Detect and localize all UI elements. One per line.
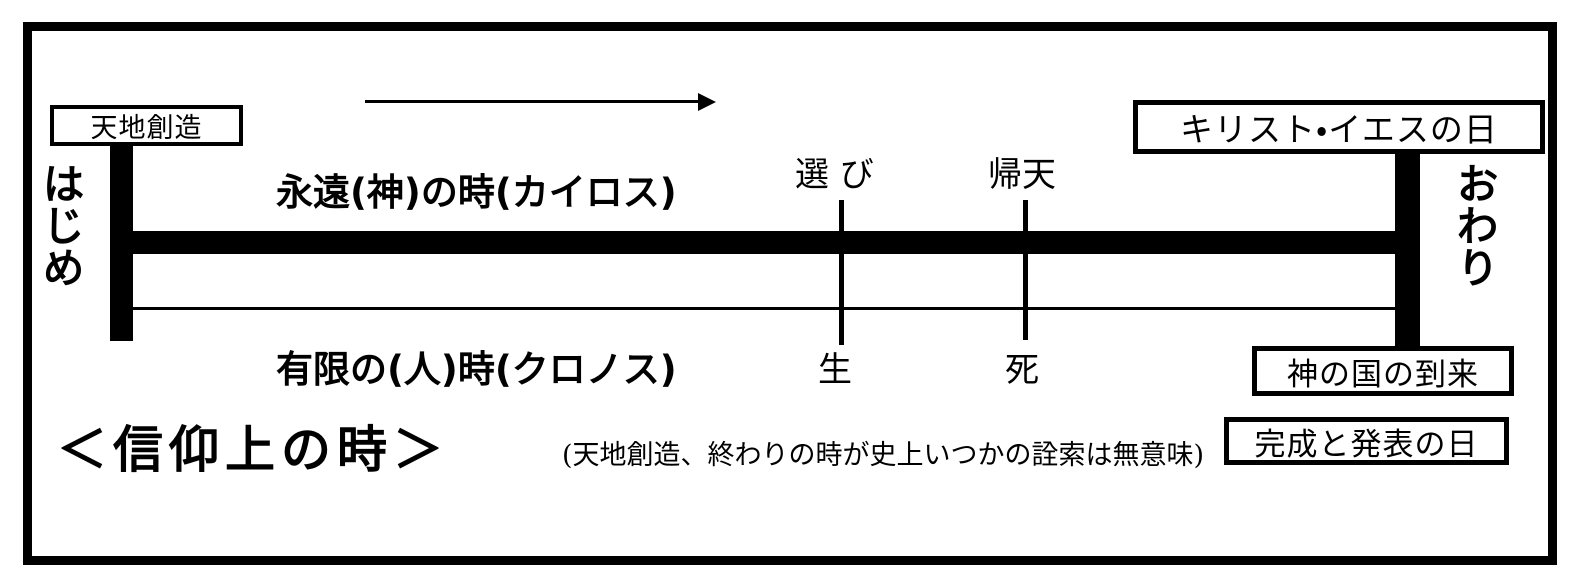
diagram-title: ＜信仰上の時＞: [57, 421, 449, 479]
kairos-timeline-bar: [110, 231, 1420, 254]
tick-mark-death: [1023, 200, 1028, 340]
tick-mark-birth: [839, 200, 844, 345]
kairos-label: 永遠(神)の時(カイロス): [276, 171, 677, 214]
time-direction-arrow-head: [698, 93, 716, 111]
tick-label-ascension: 帰天: [988, 155, 1056, 195]
diagram-title-note: (天地創造、終わりの時が史上いつかの詮索は無意味): [562, 440, 1205, 471]
end-label: おわり: [1450, 162, 1500, 288]
kingdom-arrival-label-text: 神の国の到来: [1287, 356, 1479, 393]
creation-label-box[interactable]: 天地創造: [50, 105, 243, 146]
completion-day-label-box[interactable]: 完成と発表の日: [1224, 417, 1509, 465]
christ-day-label-box[interactable]: キリスト・イエスの日: [1133, 100, 1545, 154]
christ-day-label-text: キリスト・イエスの日: [1180, 110, 1498, 149]
tick-label-birth: 生: [818, 350, 852, 390]
chronos-timeline-line: [110, 307, 1420, 310]
kingdom-arrival-label-box[interactable]: 神の国の到来: [1252, 346, 1514, 396]
tick-label-death: 死: [1005, 350, 1039, 390]
completion-day-label-text: 完成と発表の日: [1254, 426, 1479, 463]
tick-label-chosen: 選 び: [795, 155, 874, 195]
time-direction-arrow-shaft: [365, 100, 701, 103]
start-label: はじめ: [36, 162, 86, 288]
creation-label-text: 天地創造: [90, 113, 203, 144]
chronos-label: 有限の(人)時(クロノス): [276, 348, 677, 391]
